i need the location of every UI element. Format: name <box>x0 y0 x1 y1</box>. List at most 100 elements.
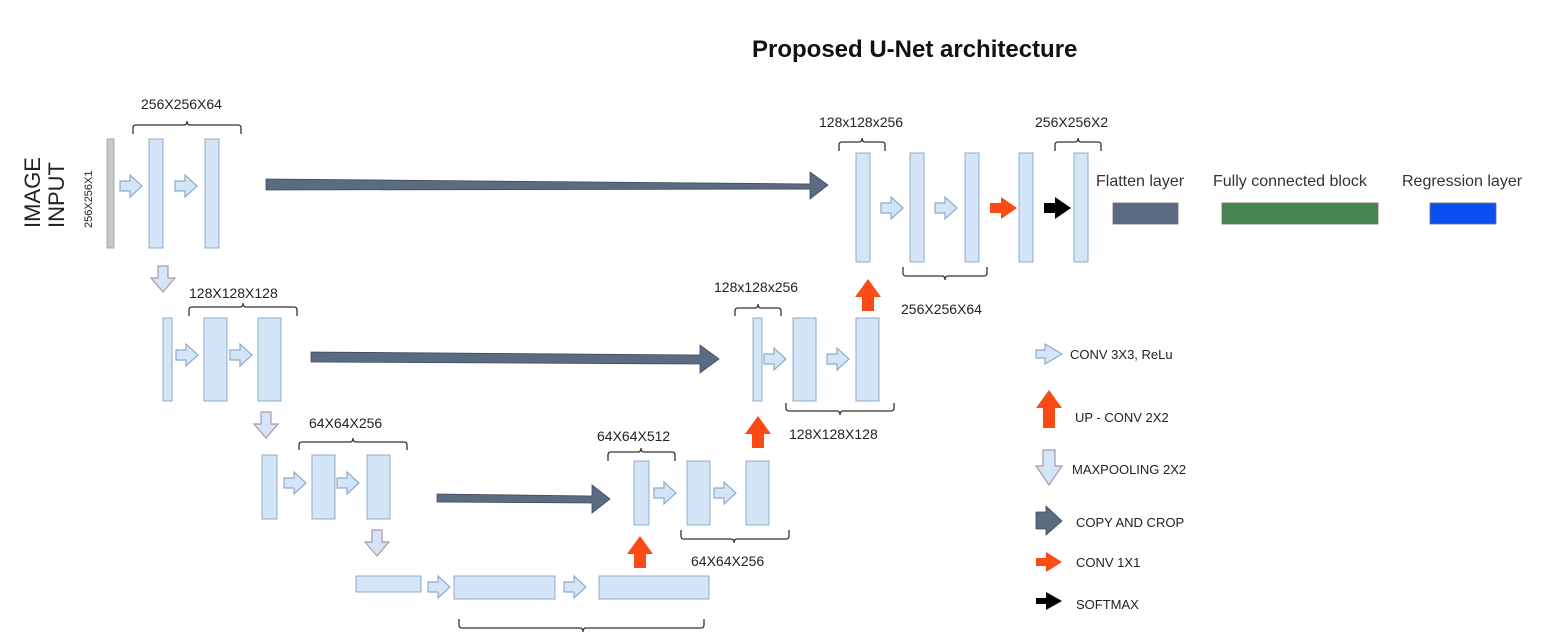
dimension-brace <box>188 302 298 316</box>
decoder-level-2 <box>734 303 895 448</box>
feature-block <box>909 152 925 263</box>
encoder-level-3 <box>261 437 408 520</box>
conv3x3-arrow-icon <box>563 575 587 599</box>
flatten-layer-label: Flatten layer <box>1096 173 1185 190</box>
input-block <box>106 138 115 249</box>
dim-label-dec3-out: 64X64X256 <box>691 553 765 569</box>
input-size-label: 256X256X1 <box>83 170 95 229</box>
conv3x3-arrow-icon <box>175 343 199 367</box>
encoder-level-2 <box>162 302 298 402</box>
copy-crop-arrow-level-3 <box>436 484 611 514</box>
maxpool-arrow-icon <box>253 411 279 439</box>
conv3x3-arrow-icon <box>283 471 307 495</box>
feature-block <box>1073 152 1089 263</box>
conv3x3-arrow-icon <box>229 343 253 367</box>
dimension-brace <box>132 120 242 134</box>
dim-label-dec1-out: 256X256X64 <box>901 301 982 317</box>
legend-label-conv1x1: CONV 1X1 <box>1076 555 1141 570</box>
dim-label-dec2-in: 128x128x256 <box>714 279 799 295</box>
feature-block <box>366 454 391 520</box>
decoder-level-3 <box>607 447 790 568</box>
legend-icons <box>1034 342 1064 610</box>
encoder-level-1 <box>119 120 242 249</box>
dimension-brace <box>458 619 705 633</box>
feature-block <box>355 575 422 593</box>
feature-block <box>311 454 336 520</box>
legend-label-maxpool: MAXPOOLING 2X2 <box>1072 462 1187 477</box>
maxpool-arrow-icon <box>364 529 390 557</box>
dimension-brace <box>607 447 676 461</box>
dim-label-dec3-in: 64X64X512 <box>597 428 671 444</box>
feature-block <box>633 460 650 526</box>
conv3x3-arrow-icon <box>880 196 904 220</box>
feature-block <box>792 317 817 402</box>
conv3x3-arrow-icon <box>1035 342 1064 366</box>
feature-block <box>686 460 711 526</box>
dimension-brace <box>838 137 886 151</box>
conv3x3-arrow-icon <box>653 481 677 505</box>
conv3x3-arrow-icon <box>826 347 850 371</box>
dim-label-enc1: 256X256X64 <box>141 96 222 112</box>
legend-label-copy-crop: COPY AND CROP <box>1076 515 1185 530</box>
maxpool-arrow-icon <box>1034 449 1064 487</box>
conv3x3-arrow-icon <box>763 347 787 371</box>
decoder-level-1 <box>838 137 1102 311</box>
legend-label-conv3x3: CONV 3X3, ReLu <box>1070 347 1173 362</box>
feature-block <box>855 317 880 402</box>
copy-crop-arrow-level-2 <box>310 344 720 374</box>
dim-label-output: 256X256X2 <box>1035 114 1109 130</box>
dimension-brace <box>734 303 782 316</box>
feature-block <box>598 575 710 600</box>
softmax-arrow-icon <box>1044 197 1071 219</box>
feature-block <box>148 138 164 249</box>
fully-connected-block-label: Fully connected block <box>1213 173 1367 190</box>
dimension-brace <box>1054 137 1102 151</box>
up-conv-arrow-icon <box>1036 390 1062 428</box>
dim-label-dec2-out: 128X128X128 <box>789 426 878 442</box>
bottleneck <box>355 575 710 633</box>
legend-label-softmax: SOFTMAX <box>1076 597 1139 612</box>
feature-block <box>752 317 763 402</box>
diagram-title: Proposed U-Net architecture <box>752 36 1078 63</box>
dim-label-enc3: 64X64X256 <box>309 415 383 431</box>
conv1x1-arrow-icon <box>990 197 1017 219</box>
feature-block <box>162 317 173 402</box>
dim-label-enc2: 128X128X128 <box>189 285 278 301</box>
dimension-brace <box>680 530 790 544</box>
feature-block <box>855 152 871 263</box>
feature-block <box>453 575 556 600</box>
regression-layer-block <box>1429 202 1497 225</box>
conv1x1-arrow-icon <box>1036 552 1062 572</box>
feature-block <box>204 138 220 249</box>
up-conv-arrow-icon <box>745 416 771 448</box>
regression-layer-label: Regression layer <box>1402 173 1523 190</box>
up-conv-arrow-icon <box>855 279 881 311</box>
feature-block <box>261 454 278 520</box>
fully-connected-block <box>1221 202 1379 225</box>
feature-block <box>964 152 980 263</box>
conv3x3-arrow-icon <box>713 481 737 505</box>
feature-block <box>1018 152 1034 263</box>
flatten-layer-block <box>1112 202 1179 225</box>
up-conv-arrow-icon <box>627 536 653 568</box>
conv3x3-arrow-icon <box>427 575 451 599</box>
conv3x3-arrow-icon <box>336 471 360 495</box>
maxpool-arrow-icon <box>150 265 176 293</box>
feature-block <box>745 460 770 526</box>
dimension-brace <box>785 403 895 416</box>
dim-label-dec1-in: 128x128x256 <box>819 114 904 130</box>
feature-block <box>203 317 228 402</box>
dimension-brace <box>902 267 988 281</box>
conv3x3-arrow-icon <box>174 174 198 198</box>
copy-crop-arrow-icon <box>1035 505 1063 536</box>
input-label-line2: INPUT <box>44 162 69 228</box>
conv3x3-arrow-icon <box>119 174 143 198</box>
legend-label-up-conv: UP - CONV 2X2 <box>1075 410 1169 425</box>
dimension-brace <box>298 437 408 450</box>
feature-block <box>257 317 282 402</box>
input-label-line1: IMAGE <box>20 157 45 228</box>
softmax-arrow-icon <box>1036 592 1062 610</box>
conv3x3-arrow-icon <box>934 196 958 220</box>
copy-crop-arrow-level-1 <box>265 171 829 200</box>
